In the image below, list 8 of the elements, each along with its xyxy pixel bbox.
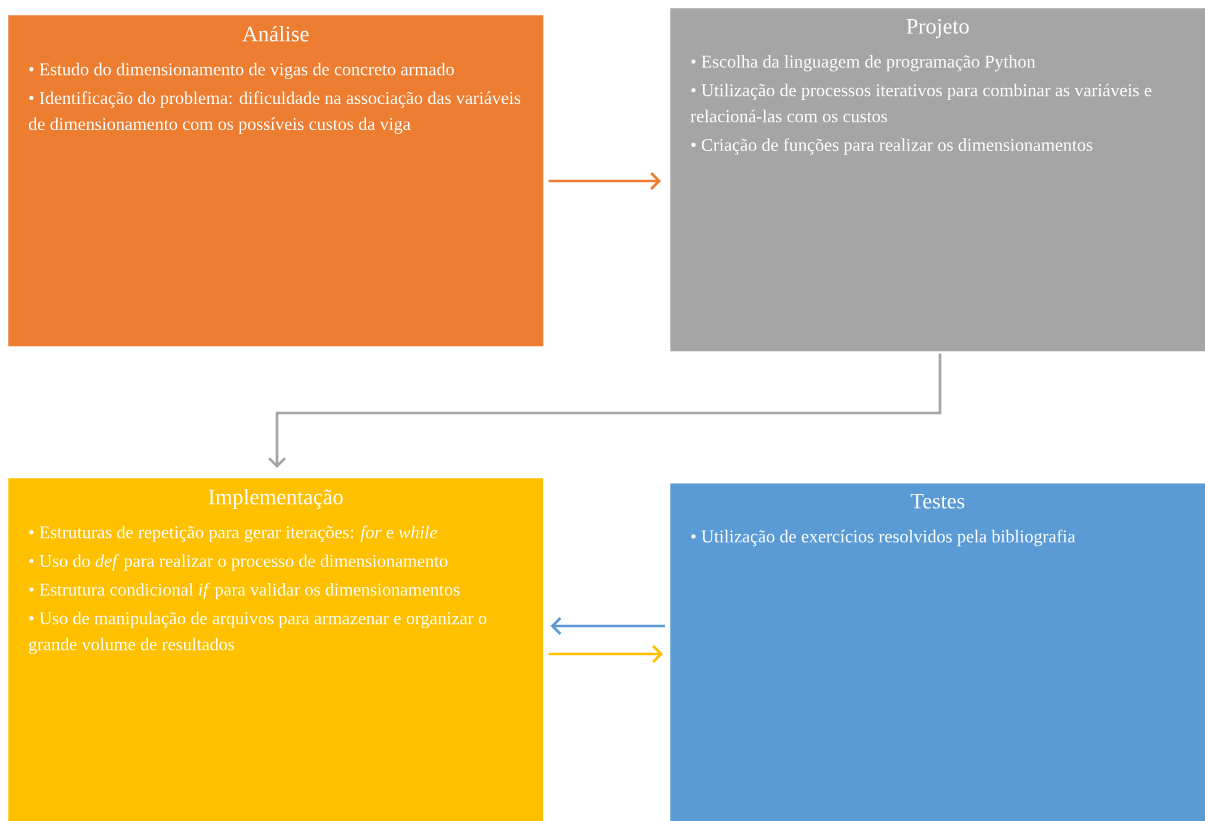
process-box: Testes • Utilização de exercícios resolvidos pela bibliografia (670, 483, 1205, 821)
arrow (550, 617, 665, 635)
process-box: Projeto • Escolha da linguagem de programação Python • Utilização de processos iterativos para combinar as variáveis e relacioná-las com os custos • Criação de funções para realizar os dimensionamentos (670, 8, 1205, 352)
arrow (548, 172, 661, 190)
process-box: Análise • Estudo do dimensionamento de vigas de concreto armado • Identificação do problema: dificuldade na associação das variáveis de dimensionamento com os possíveis custos da viga (8, 15, 544, 347)
arrow (268, 353, 942, 468)
process-box: Implementação • Estruturas de repetição para gerar iterações: for e while • Uso do def para realizar o processo de dimensionamento • Estrutura condicional if para validar os dimensionamentos • Uso de manipulação de arquivos para armazenar e organizar o grande volume de resultados (8, 478, 544, 821)
arrow (548, 645, 663, 663)
